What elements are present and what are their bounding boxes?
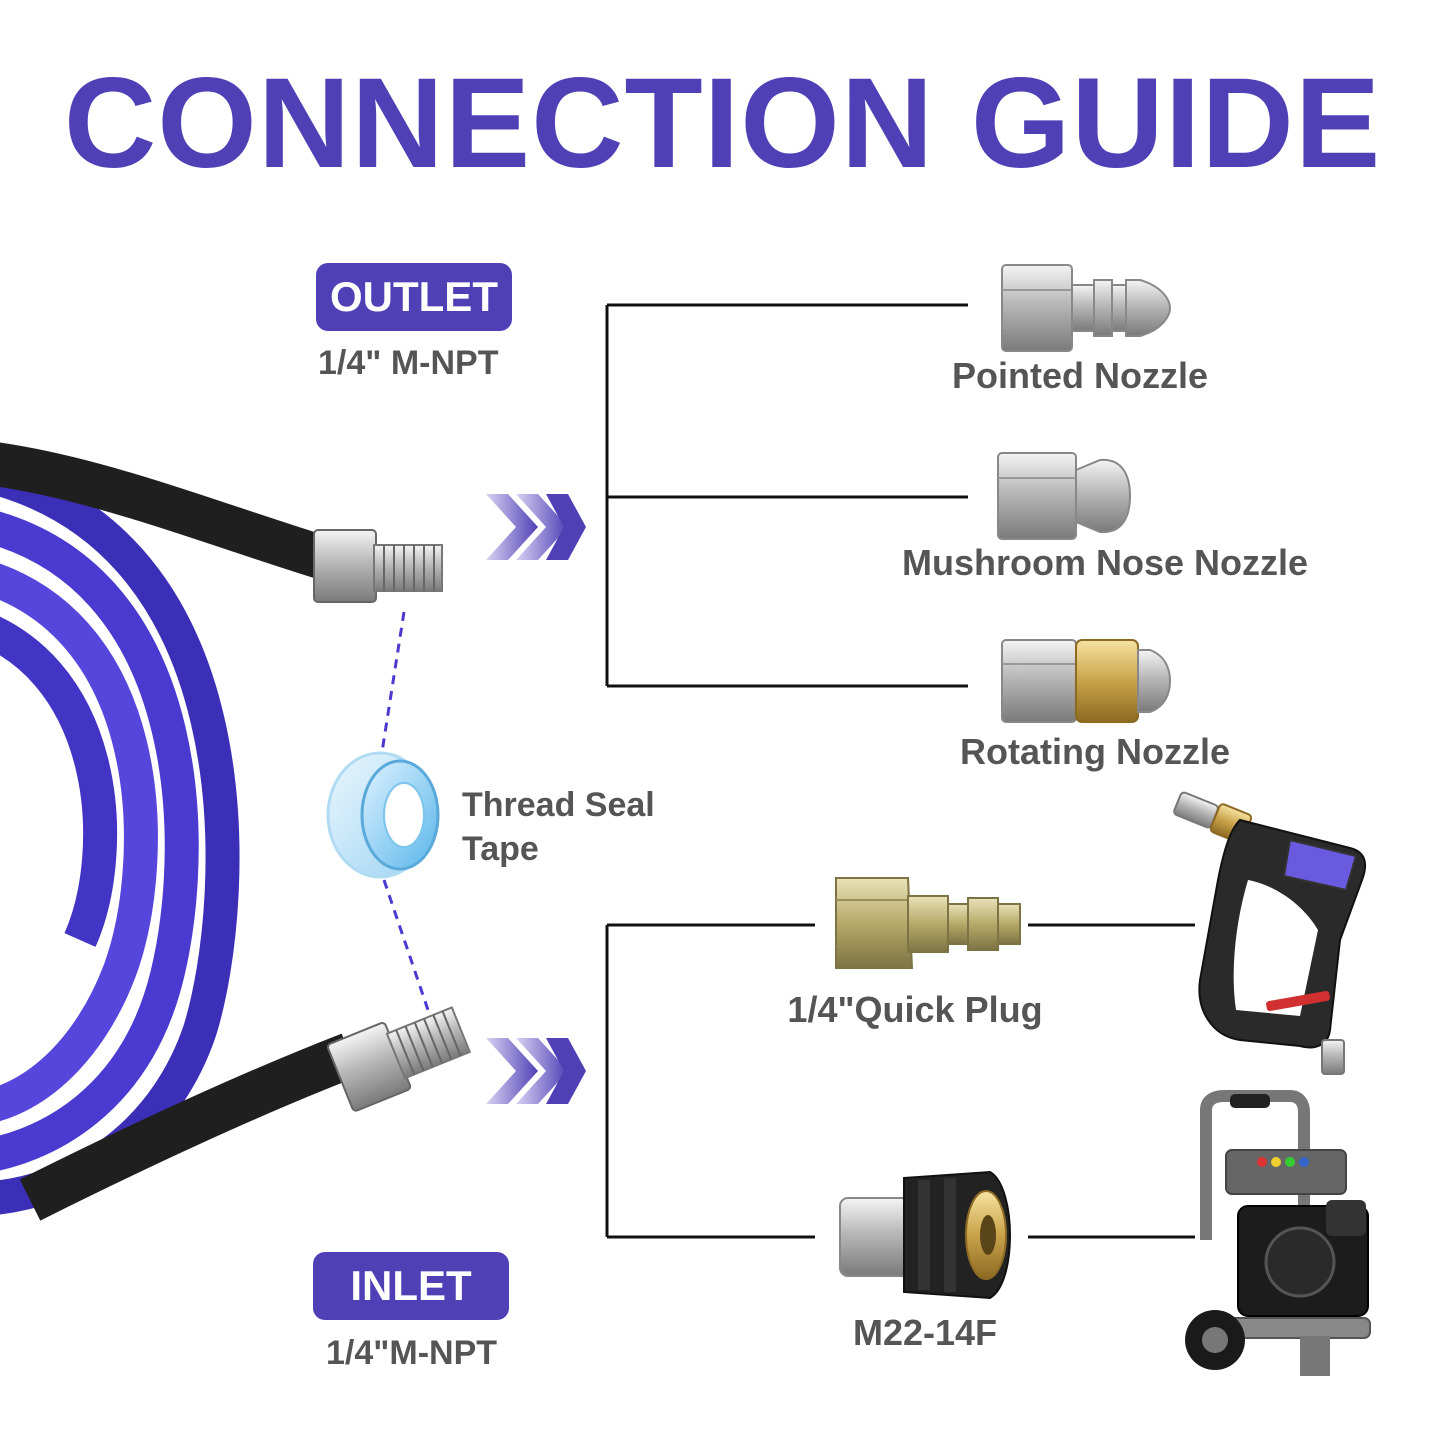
rotating-nozzle-label: Rotating Nozzle (960, 731, 1230, 772)
pressure-washer-icon (1185, 1090, 1371, 1376)
mushroom-nozzle-icon (997, 452, 1132, 540)
m22-coupler-icon (839, 1170, 1012, 1300)
outlet-badge: OUTLET (316, 263, 512, 331)
tape-label-line2: Tape (462, 830, 539, 868)
pointed-nozzle-label: Pointed Nozzle (951, 355, 1208, 396)
spray-gun-icon (1173, 791, 1367, 1075)
inlet-fitting-icon (327, 1006, 472, 1112)
pointed-nozzle-icon (1001, 264, 1172, 352)
thread-seal-tape-icon (326, 751, 440, 879)
hose-coil-icon (0, 442, 359, 1221)
page-title: CONNECTION GUIDE (63, 52, 1382, 195)
tape-label-line1: Thread Seal (462, 786, 655, 824)
outlet-spec: 1/4" M-NPT (318, 344, 499, 382)
mushroom-nozzle-label: Mushroom Nose Nozzle (901, 542, 1309, 583)
inlet-badge: INLET (313, 1252, 509, 1320)
inlet-bracket (605, 923, 1195, 1239)
inlet-chevrons-icon (486, 1038, 586, 1104)
quick-plug-label: 1/4"Quick Plug (787, 989, 1043, 1030)
outlet-fitting-icon (313, 529, 443, 603)
outlet-chevrons-icon (486, 494, 586, 560)
quick-plug-icon (835, 877, 1021, 969)
outlet-bracket (605, 303, 968, 688)
rotating-nozzle-icon (1001, 639, 1172, 723)
inlet-spec: 1/4"M-NPT (326, 1334, 498, 1372)
m22-coupler-label: M22-14F (852, 1312, 998, 1353)
